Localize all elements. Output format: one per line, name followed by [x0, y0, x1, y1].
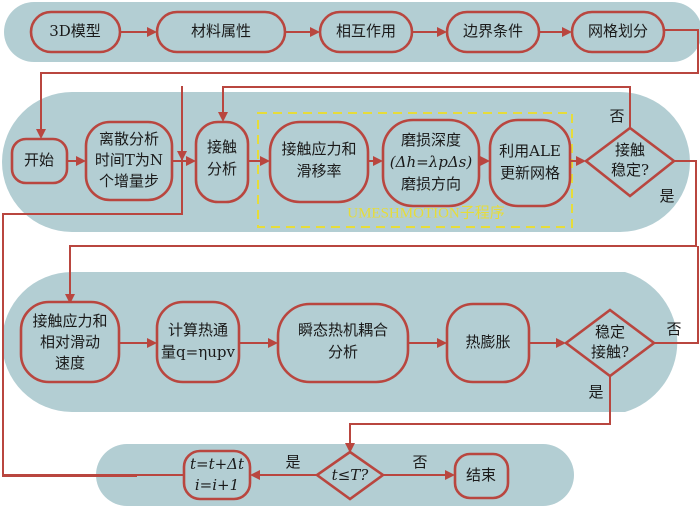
- svg-text:更新网格: 更新网格: [500, 164, 560, 182]
- row4-yes-label: 是: [285, 453, 300, 471]
- node-start[interactable]: 开始: [10, 137, 69, 185]
- svg-text:开始: 开始: [24, 151, 54, 169]
- node-ale-remesh[interactable]: 利用ALE 更新网格: [488, 118, 572, 208]
- connector-no-loop: [218, 86, 631, 128]
- svg-text:离散分析: 离散分析: [99, 130, 159, 148]
- node-interaction[interactable]: 相互作用: [318, 10, 414, 54]
- decision-t-le-T[interactable]: t≤T?: [314, 450, 386, 501]
- connector-row3-no: [654, 246, 699, 344]
- node-increment[interactable]: t=t+Δt i=i+1: [182, 449, 252, 501]
- connector-yes-to-row3: [65, 160, 697, 304]
- svg-text:利用ALE: 利用ALE: [499, 142, 561, 160]
- svg-text:接触: 接触: [615, 141, 645, 159]
- row4-no-label: 否: [412, 453, 427, 471]
- svg-text:分析: 分析: [207, 160, 237, 178]
- svg-text:速度: 速度: [55, 354, 85, 372]
- subroutine-box: [257, 112, 573, 228]
- connector-row3-yes: [345, 376, 611, 453]
- svg-text:网格划分: 网格划分: [588, 22, 648, 40]
- svg-text:磨损方向: 磨损方向: [401, 175, 461, 193]
- svg-text:边界条件: 边界条件: [463, 22, 523, 40]
- node-material-props[interactable]: 材料属性: [155, 10, 287, 54]
- node-meshing[interactable]: 网格划分: [570, 10, 666, 54]
- svg-text:滑移率: 滑移率: [296, 162, 341, 180]
- svg-text:结束: 结束: [466, 466, 496, 484]
- decision-no-label: 否: [609, 107, 624, 125]
- node-discretize[interactable]: 离散分析 时间T为N 个增量步: [84, 120, 174, 202]
- node-stress-velocity[interactable]: 接触应力和 相对滑动 速度: [19, 300, 121, 384]
- svg-text:3D模型: 3D模型: [49, 22, 101, 40]
- svg-text:时间T为N: 时间T为N: [95, 151, 163, 169]
- svg-text:材料属性: 材料属性: [191, 22, 251, 40]
- node-thermal-expansion[interactable]: 热膨胀: [445, 302, 531, 384]
- decision-yes-label: 是: [659, 187, 674, 205]
- svg-text:相对滑动: 相对滑动: [40, 333, 100, 351]
- connector-mesh-to-start: [36, 29, 699, 139]
- decision-stable-contact[interactable]: 稳定 接触?: [563, 308, 657, 378]
- svg-text:瞬态热机耦合: 瞬态热机耦合: [298, 321, 388, 339]
- node-3d-model[interactable]: 3D模型: [29, 10, 122, 54]
- decision3-no-label: 否: [666, 320, 681, 338]
- svg-text:i=i+1: i=i+1: [195, 476, 239, 494]
- node-thermo-mechanical[interactable]: 瞬态热机耦合 分析: [276, 302, 410, 384]
- svg-text:分析: 分析: [328, 343, 358, 361]
- decision-contact-stable[interactable]: 接触 稳定?: [583, 126, 677, 198]
- svg-text:稳定: 稳定: [595, 323, 625, 341]
- svg-text:t≤T?: t≤T?: [332, 466, 370, 484]
- node-boundary-conditions[interactable]: 边界条件: [445, 10, 541, 54]
- svg-text:接触应力和: 接触应力和: [32, 312, 107, 330]
- svg-text:计算热通: 计算热通: [168, 321, 228, 339]
- svg-text:热膨胀: 热膨胀: [465, 333, 510, 351]
- svg-text:相互作用: 相互作用: [336, 22, 396, 40]
- svg-text:接触?: 接触?: [591, 343, 629, 361]
- svg-text:量q=ηupv: 量q=ηupv: [161, 343, 235, 361]
- svg-text:个增量步: 个增量步: [99, 172, 159, 190]
- node-stress-slip[interactable]: 接触应力和 滑移率: [268, 120, 370, 204]
- node-end[interactable]: 结束: [453, 452, 510, 500]
- svg-text:接触: 接触: [207, 138, 237, 156]
- subroutine-label: UMESHMOTION子程序: [347, 204, 505, 221]
- node-contact-analysis[interactable]: 接触 分析: [194, 120, 250, 204]
- svg-text:磨损深度: 磨损深度: [401, 131, 461, 149]
- decision3-yes-label: 是: [588, 383, 603, 401]
- svg-text:t=t+Δt: t=t+Δt: [190, 455, 245, 473]
- svg-text:稳定?: 稳定?: [611, 161, 649, 179]
- svg-text:(Δh=λpΔs): (Δh=λpΔs): [390, 153, 473, 171]
- svg-text:接触应力和: 接触应力和: [281, 140, 356, 158]
- node-wear-depth[interactable]: 磨损深度 (Δh=λpΔs) 磨损方向: [381, 118, 481, 208]
- node-heat-flux[interactable]: 计算热通 量q=ηupv: [155, 300, 241, 384]
